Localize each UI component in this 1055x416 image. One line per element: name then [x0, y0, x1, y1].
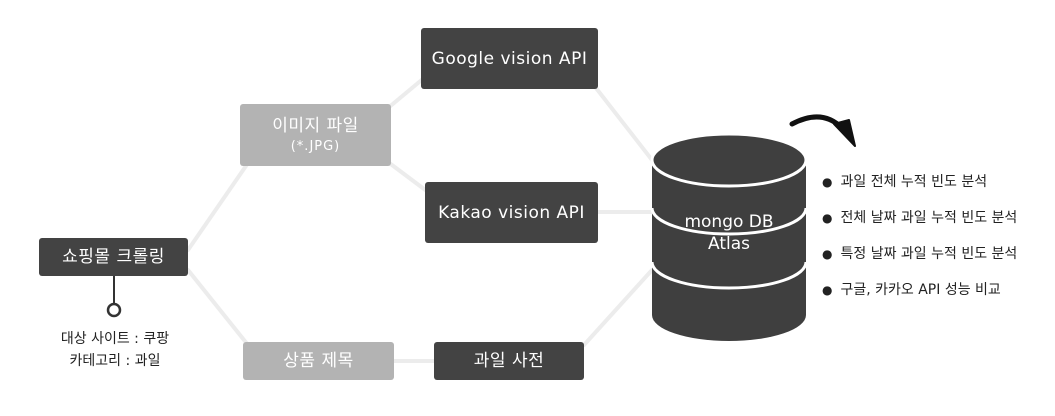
- crawl-node-label: 쇼핑몰 크롤링: [62, 247, 165, 267]
- line-image-google: [386, 76, 426, 110]
- line-google-db: [594, 86, 654, 162]
- bullet-icon: ●: [822, 211, 833, 225]
- analysis-item: ● 과일 전체 누적 빈도 분석: [822, 169, 1017, 205]
- fruit-dictionary-node: 과일 사전: [434, 342, 584, 380]
- product-title-node: 상품 제목: [243, 342, 394, 380]
- analysis-item: ● 특정 날짜 과일 누적 빈도 분석: [822, 241, 1017, 277]
- database-label-line2: Atlas: [708, 234, 750, 254]
- bullet-icon: ●: [822, 283, 833, 297]
- analysis-item: ● 구글, 카카오 API 성능 비교: [822, 277, 1017, 313]
- image-file-node: 이미지 파일 (*.JPG): [240, 104, 391, 166]
- crawl-node: 쇼핑몰 크롤링: [39, 238, 188, 276]
- bullet-icon: ●: [822, 247, 833, 261]
- analysis-item-text: 특정 날짜 과일 누적 빈도 분석: [840, 246, 1018, 262]
- curved-arrow-icon: [789, 114, 856, 147]
- line-crawl-product: [186, 268, 250, 347]
- site-info-category: 카테고리 : 과일: [69, 353, 161, 369]
- site-info-pin: [106, 276, 122, 318]
- database-label-line1: mongo DB: [684, 212, 774, 232]
- line-dict-db: [582, 268, 654, 347]
- analysis-item-text: 전체 날짜 과일 누적 빈도 분석: [840, 210, 1018, 226]
- kakao-vision-node: Kakao vision API: [425, 182, 598, 243]
- site-info-target: 대상 사이트 : 쿠팡: [60, 331, 170, 347]
- bullet-icon: ●: [822, 175, 833, 189]
- analysis-item: ● 전체 날짜 과일 누적 빈도 분석: [822, 205, 1017, 241]
- product-title-label: 상품 제목: [283, 351, 354, 371]
- kakao-vision-label: Kakao vision API: [438, 202, 585, 223]
- image-file-ext: (*.JPG): [290, 138, 341, 154]
- site-info: 대상 사이트 : 쿠팡 카테고리 : 과일: [40, 328, 190, 372]
- line-crawl-image: [186, 161, 250, 252]
- fruit-dictionary-label: 과일 사전: [473, 351, 545, 371]
- database-cylinder: [650, 132, 808, 341]
- analysis-list: ● 과일 전체 누적 빈도 분석 ● 전체 날짜 과일 누적 빈도 분석 ● 특정 날…: [822, 169, 1017, 313]
- google-vision-label: Google vision API: [431, 48, 588, 69]
- line-image-kakao: [386, 160, 430, 194]
- analysis-item-text: 구글, 카카오 API 성능 비교: [840, 282, 1001, 298]
- image-file-label: 이미지 파일: [272, 115, 359, 136]
- google-vision-node: Google vision API: [421, 28, 598, 89]
- analysis-item-text: 과일 전체 누적 빈도 분석: [840, 174, 988, 190]
- database-label: mongo DB Atlas: [652, 211, 806, 255]
